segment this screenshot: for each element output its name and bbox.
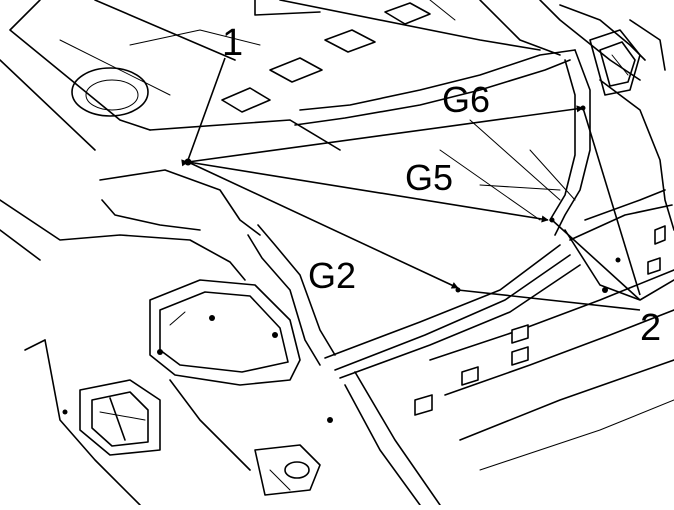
callout-2-leader-a (582, 107, 641, 296)
callout-labels: 1 2 G6 G5 G2 (222, 22, 661, 349)
callout-2-leader-c (457, 289, 641, 311)
speaker-opening (71, 67, 149, 117)
callout-1-leader (187, 57, 226, 161)
left-quarter-panel (0, 169, 336, 506)
tray-opening-4 (384, 2, 431, 25)
dimension-g5-line (187, 161, 549, 223)
label-g6: G6 (442, 79, 490, 120)
label-g2: G2 (308, 255, 356, 296)
dimension-g2-line (187, 161, 459, 289)
label-g5: G5 (405, 157, 453, 198)
measurement-lines (181, 57, 641, 311)
callout-2: 2 (640, 307, 661, 349)
tray-opening-1 (221, 87, 271, 113)
tray-opening-3 (324, 29, 376, 53)
dimension-g6-line (181, 105, 584, 167)
rear-end-panel (254, 0, 674, 506)
callout-2-leader-b (551, 219, 641, 301)
trunk-opening (294, 49, 591, 379)
tray-opening-2 (269, 57, 323, 83)
package-tray (0, 0, 541, 151)
callout-1: 1 (222, 22, 243, 64)
